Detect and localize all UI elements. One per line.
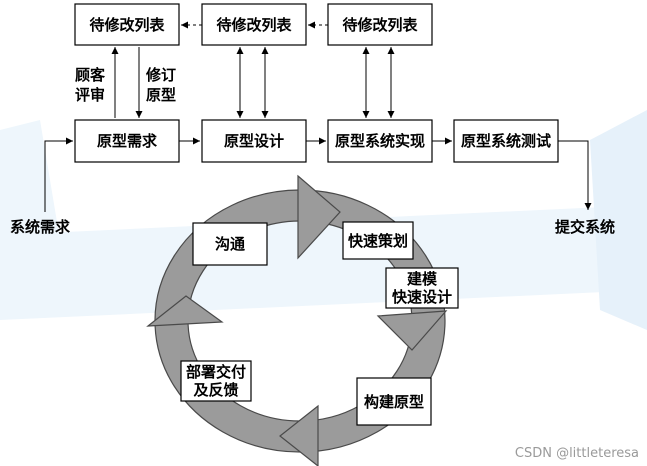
modeling-label-line2: 快速设计 xyxy=(392,288,452,306)
submit-output-arrow xyxy=(558,140,592,210)
watermark: CSDN @littleteresa xyxy=(515,446,639,461)
stage-box-prototype-design: 原型设计 xyxy=(201,119,307,163)
cycle-arrowhead xyxy=(146,295,224,327)
pending-list-label: 待修改列表 xyxy=(216,16,292,34)
cycle-arrowhead xyxy=(297,174,341,260)
stage-box-prototype-implementation: 原型系统实现 xyxy=(327,119,433,163)
stage-label: 原型需求 xyxy=(97,132,158,150)
cycle-step-build-prototype: 构建原型 xyxy=(356,377,432,426)
cycle-step-modeling: 建模 快速设计 xyxy=(385,267,459,309)
revise-prototype-label-line2: 原型 xyxy=(146,86,176,104)
deploy-feedback-label-line2: 及反馈 xyxy=(193,381,238,399)
iteration-cycle xyxy=(146,174,448,466)
modeling-label-line1: 建模 xyxy=(407,270,438,288)
stage-label: 原型系统测试 xyxy=(461,132,551,150)
deploy-feedback-label-line1: 部署交付 xyxy=(186,363,246,381)
customer-review-label-line1: 顾客 xyxy=(75,66,106,84)
pending-list-box-2: 待修改列表 xyxy=(201,3,307,46)
cycle-step-deploy-feedback: 部署交付 及反馈 xyxy=(180,360,252,402)
revise-prototype-label-line1: 修订 xyxy=(145,66,176,84)
cycle-step-quick-plan: 快速策划 xyxy=(342,221,414,260)
requirements-input-arrow xyxy=(44,137,73,212)
stage-box-prototype-requirements: 原型需求 xyxy=(74,119,180,163)
system-requirements-label: 系统需求 xyxy=(10,218,71,236)
cycle-arrowhead xyxy=(279,404,319,466)
pending-list-label: 待修改列表 xyxy=(342,16,418,34)
stage-box-prototype-testing: 原型系统测试 xyxy=(453,119,559,163)
submit-system-label: 提交系统 xyxy=(555,218,615,236)
cycle-arrowhead xyxy=(376,310,448,351)
stage-label: 原型设计 xyxy=(224,132,284,150)
communication-label: 沟通 xyxy=(215,235,245,253)
customer-review-label-line2: 评审 xyxy=(75,86,105,104)
pending-list-label: 待修改列表 xyxy=(89,16,165,34)
cycle-step-communication: 沟通 xyxy=(192,222,268,266)
build-prototype-label: 构建原型 xyxy=(364,393,424,411)
pending-list-box-1: 待修改列表 xyxy=(74,3,180,46)
quick-plan-label: 快速策划 xyxy=(348,232,408,250)
pending-list-box-3: 待修改列表 xyxy=(327,3,433,46)
stage-label: 原型系统实现 xyxy=(335,132,425,150)
